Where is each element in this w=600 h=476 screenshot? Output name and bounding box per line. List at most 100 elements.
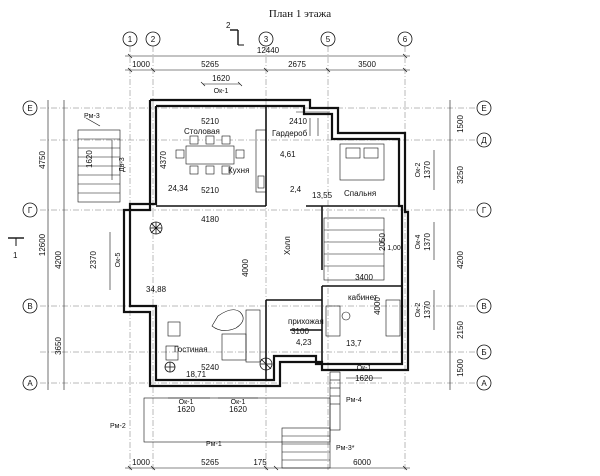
svg-text:1: 1	[13, 251, 18, 260]
dim-bottom: 6000	[353, 458, 371, 467]
dim-left-window: 2370	[89, 251, 98, 269]
dim-top: 5265	[201, 60, 219, 69]
dimension-lines-bottom-windows	[168, 377, 382, 399]
area-value: 18,71	[186, 370, 207, 379]
dim-left: 4750	[38, 151, 47, 169]
axis-label: А	[481, 379, 487, 388]
inner-dim: 3400	[355, 273, 373, 282]
area-value: 2,4	[290, 185, 302, 194]
dim-right: 2150	[456, 321, 465, 339]
dim-top: 1000	[132, 60, 150, 69]
axis-label: 5	[326, 35, 331, 44]
window-bottom-label: Ок-1	[357, 365, 372, 372]
axis-label: А	[27, 379, 33, 388]
dim-left: 4370	[159, 151, 168, 169]
axis-label: 3	[264, 35, 269, 44]
dim-top: 2675	[288, 60, 306, 69]
dim-bottom: 5265	[201, 458, 219, 467]
cabinet-furniture	[325, 299, 401, 337]
terrace-stairs	[77, 117, 121, 203]
room-wardrobe: Гардероб	[272, 129, 308, 138]
dim-right-window: 1370	[423, 161, 432, 179]
dimension-lines-bottom	[125, 465, 410, 471]
window-right-label: Ок-4	[415, 235, 422, 250]
dim-bottom: 175	[253, 458, 267, 467]
inner-dim: 5210	[201, 186, 219, 195]
room-bedroom: Спальня	[344, 189, 376, 198]
dim-window-top: 1620	[212, 74, 230, 83]
inner-dim: 5240	[201, 363, 219, 372]
dim-left: 3650	[54, 337, 63, 355]
inner-dim: 1,00	[387, 245, 401, 252]
dim-right-window: 1370	[423, 301, 432, 319]
dim-right: 1500	[456, 359, 465, 377]
window-right-label: Ок-2	[415, 303, 422, 318]
area-value: 34,88	[146, 285, 167, 294]
area-value: 13,7	[346, 339, 362, 348]
dimension-lines-left	[47, 100, 113, 390]
dim-bottom: 1000	[132, 458, 150, 467]
axis-bubbles-side	[22, 100, 492, 391]
room-living: Гостиная	[174, 345, 208, 354]
window-right-label: Ок-2	[415, 163, 422, 178]
dim-total-top: 12440	[257, 46, 280, 55]
axis-lines	[40, 46, 478, 470]
inner-dim: 4180	[201, 215, 219, 224]
kitchen-counter	[255, 129, 267, 193]
exterior-walls	[122, 98, 410, 388]
room-hallway: прихожая	[288, 317, 324, 326]
room-dining: Столовая	[184, 127, 220, 136]
door-terrace-label: Дв-3	[119, 157, 126, 172]
dimension-lines-right	[433, 100, 451, 390]
axis-label: Е	[27, 104, 32, 113]
porch-label: Рм-1	[206, 441, 222, 448]
living-furniture	[165, 309, 261, 363]
area-value: 4,61	[280, 150, 296, 159]
plant-icon	[149, 221, 273, 373]
window-bottom-dim: 1620	[355, 374, 373, 383]
porch-label: Рм-4	[346, 397, 362, 404]
window-bottom-dim: 1620	[229, 405, 247, 414]
area-value: 24,34	[168, 184, 189, 193]
window-bottom-label: Ок-1	[179, 399, 194, 406]
dining-table	[175, 135, 245, 175]
axis-label: Г	[28, 206, 33, 215]
axis-bubbles-top	[122, 31, 413, 47]
axis-label: 1	[128, 35, 133, 44]
dim-right-window: 1370	[423, 233, 432, 251]
room-cabinet: кабинет	[348, 293, 378, 302]
bedroom-bed	[339, 143, 385, 181]
inner-dim: 2050	[378, 233, 387, 251]
axis-label: Е	[481, 104, 486, 113]
dim-left: 4200	[54, 251, 63, 269]
window-top-label: Ок-1	[214, 88, 229, 95]
inner-dim: 3100	[291, 327, 309, 336]
dim-right: 3250	[456, 166, 465, 184]
dim-right: 1500	[456, 115, 465, 133]
porch-label: Рм-3*	[336, 445, 355, 452]
axis-label: В	[481, 302, 486, 311]
window-bottom-dim: 1620	[177, 405, 195, 414]
axis-label: 6	[403, 35, 408, 44]
area-value: 4,23	[296, 338, 312, 347]
inner-dim: 2410	[289, 117, 307, 126]
window-left-label: Ок-5	[115, 253, 122, 268]
axis-label: Д	[481, 136, 487, 145]
axis-label: 2	[151, 35, 156, 44]
area-value: 13,55	[312, 191, 333, 200]
dim-right: 4200	[456, 251, 465, 269]
svg-text:2: 2	[226, 21, 231, 30]
section-mark-top: 2	[226, 21, 244, 46]
porch-label: Рм-2	[110, 423, 126, 430]
dim-top: 3500	[358, 60, 376, 69]
plan-title: План 1 этажа	[268, 8, 332, 20]
axis-label: Г	[482, 206, 487, 215]
dimension-lines-top	[125, 53, 410, 87]
room-kitchen: Кухня	[228, 166, 249, 175]
inner-dim: 4000	[241, 259, 250, 277]
axis-label: Б	[481, 348, 486, 357]
section-mark-left: 1	[8, 237, 24, 260]
dim-terrace: 1620	[85, 150, 94, 168]
room-hall: Холл	[283, 236, 292, 255]
